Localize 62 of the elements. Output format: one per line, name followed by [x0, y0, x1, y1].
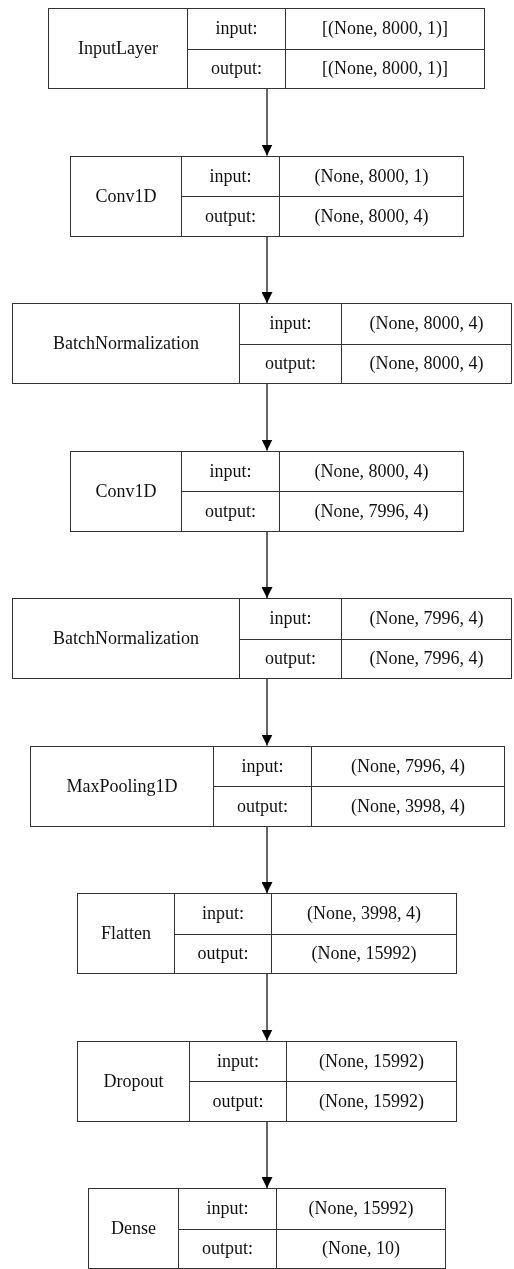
port-label: input: — [181, 451, 279, 491]
shape-value: (None, 7996, 4) — [311, 746, 504, 786]
arrow — [261, 235, 273, 304]
port-label: input: — [181, 156, 279, 196]
layer-name: BatchNormalization — [52, 627, 200, 650]
layer-box — [12, 598, 512, 679]
layer-name: Conv1D — [94, 479, 158, 503]
shape-value: (None, 8000, 4) — [279, 451, 463, 491]
arrow — [261, 973, 273, 1042]
layer-name: Dropout — [102, 1069, 165, 1093]
port-label: output: — [213, 786, 311, 826]
arrow — [261, 1120, 273, 1189]
port-label: output: — [181, 491, 279, 531]
port-label: output: — [239, 343, 341, 383]
port-label: output: — [174, 933, 271, 973]
port-label: output: — [187, 48, 285, 88]
shape-value: (None, 15992) — [286, 1041, 456, 1081]
shape-value: (None, 7996, 4) — [341, 638, 511, 678]
shape-value: [(None, 8000, 1)] — [285, 48, 484, 88]
shape-value: (None, 7996, 4) — [341, 599, 511, 639]
port-label: output: — [189, 1081, 286, 1121]
port-label: input: — [213, 746, 311, 786]
layer-box — [12, 303, 512, 384]
shape-value: [(None, 8000, 1)] — [285, 9, 484, 49]
port-label: output: — [181, 196, 279, 236]
shape-value: (None, 3998, 4) — [311, 786, 504, 826]
layer-name: Conv1D — [94, 184, 158, 208]
shape-value: (None, 15992) — [271, 933, 456, 973]
shape-value: (None, 8000, 1) — [279, 156, 463, 196]
port-label: output: — [239, 638, 341, 678]
port-label: input: — [239, 304, 341, 344]
layer-name: Flatten — [100, 922, 152, 945]
shape-value: (None, 8000, 4) — [341, 343, 511, 383]
shape-value: (None, 15992) — [276, 1189, 445, 1229]
arrow — [261, 530, 273, 599]
arrow — [261, 825, 273, 894]
layer-box — [77, 893, 457, 974]
shape-value: (None, 8000, 4) — [279, 196, 463, 236]
arrow — [261, 678, 273, 747]
shape-value: (None, 15992) — [286, 1081, 456, 1121]
port-label: input: — [239, 599, 341, 639]
layer-box — [30, 745, 505, 827]
shape-value: (None, 3998, 4) — [271, 894, 456, 934]
layer-name: InputLayer — [77, 37, 159, 60]
layer-name: BatchNormalization — [52, 332, 200, 355]
layer-name: MaxPooling1D — [65, 774, 179, 798]
port-label: input: — [187, 9, 285, 49]
arrow — [261, 383, 273, 452]
shape-value: (None, 10) — [276, 1228, 445, 1268]
layer-box — [70, 155, 464, 237]
port-label: output: — [178, 1228, 276, 1268]
layer-box — [88, 1188, 446, 1269]
port-label: input: — [189, 1041, 286, 1081]
shape-value: (None, 7996, 4) — [279, 491, 463, 531]
shape-value: (None, 8000, 4) — [341, 304, 511, 344]
arrow — [261, 88, 273, 157]
layer-name: Dense — [110, 1217, 157, 1240]
port-label: input: — [178, 1189, 276, 1229]
layer-box — [70, 450, 464, 532]
port-label: input: — [174, 894, 271, 934]
layer-box — [48, 8, 485, 89]
layer-box — [77, 1040, 457, 1122]
